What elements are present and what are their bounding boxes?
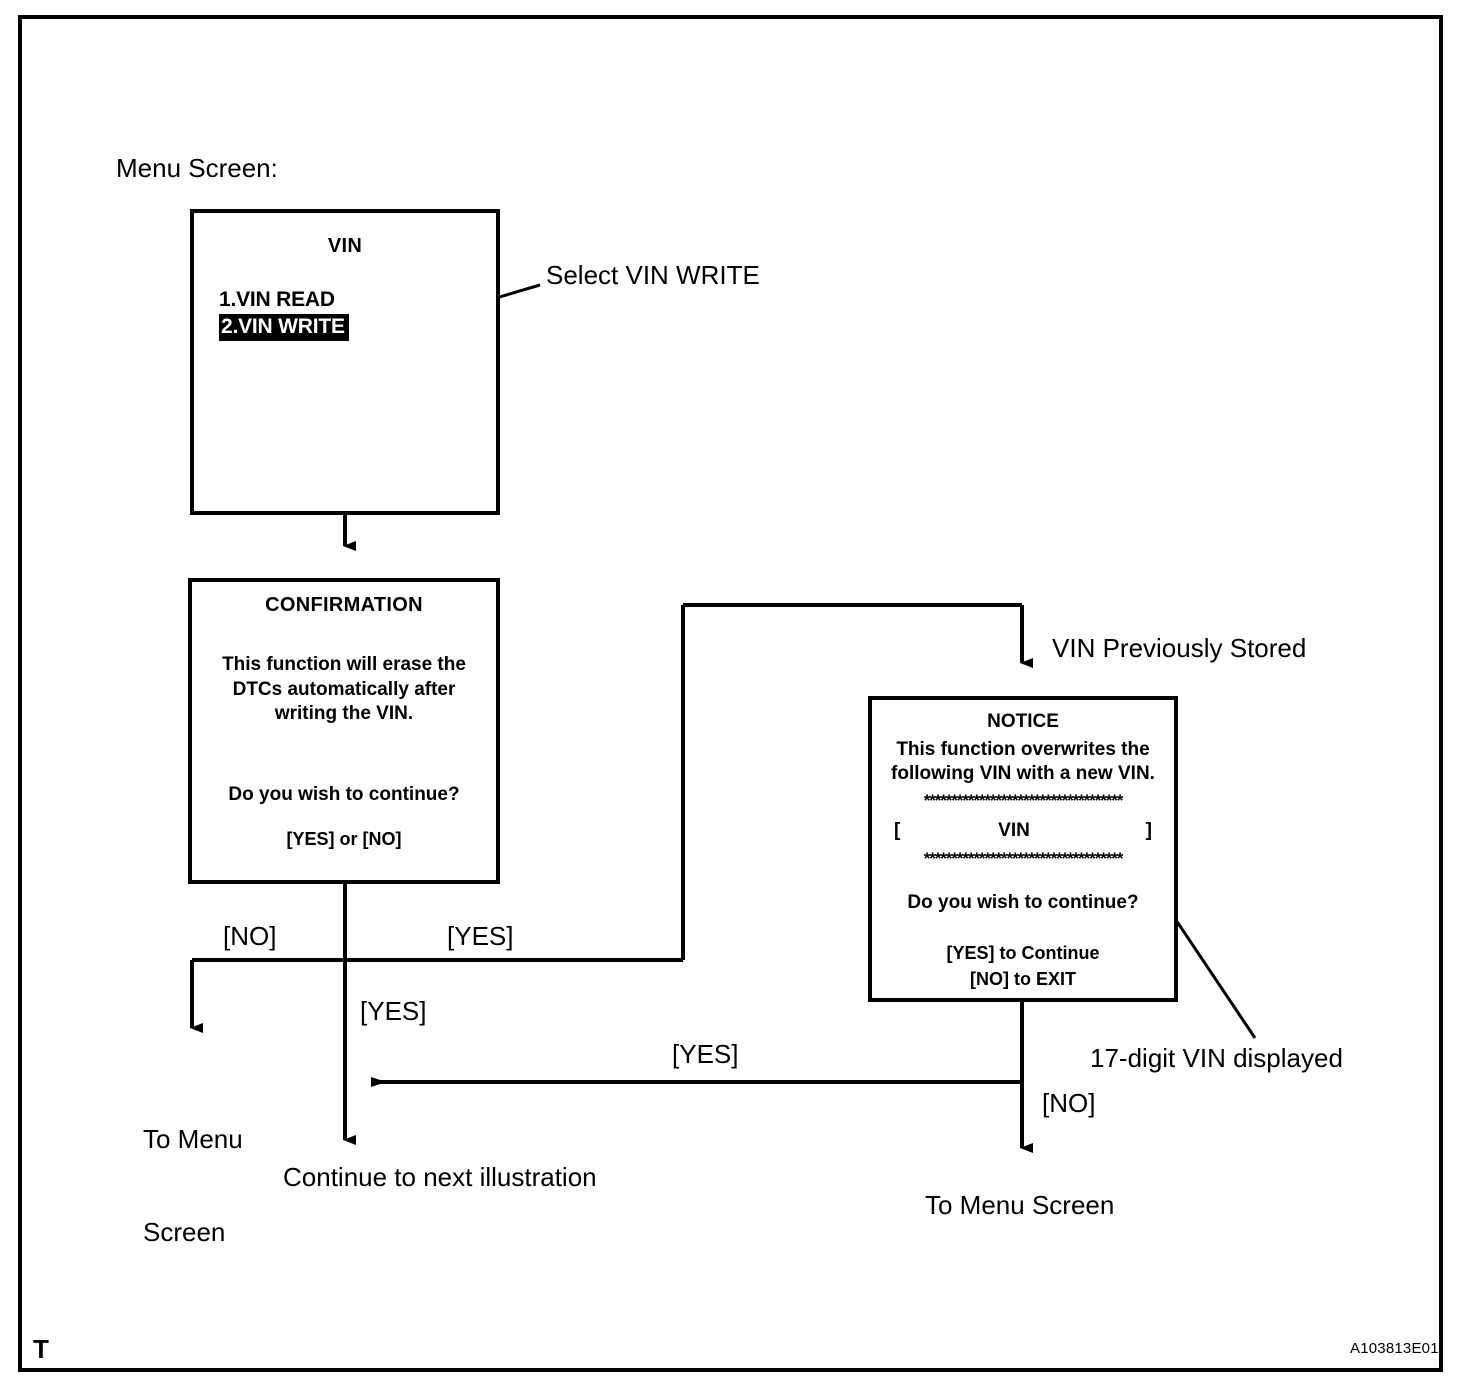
notice-vin-field: [ VIN ]	[872, 820, 1174, 842]
terminal-continue-next-illustration: Continue to next illustration	[283, 1162, 597, 1192]
to-menu-screen-left-line2: Screen	[143, 1217, 226, 1247]
confirmation-question: Do you wish to continue?	[228, 784, 460, 806]
confirmation-body-line1: This function will erase the	[222, 654, 466, 675]
flow-label-confirmation-no: [NO]	[223, 921, 277, 951]
confirmation-choices: [YES] or [NO]	[286, 828, 402, 849]
flow-label-notice-yes: [YES]	[672, 1039, 739, 1069]
vin-menu-title: VIN	[327, 235, 363, 257]
sheet-mark-t: T	[33, 1334, 49, 1364]
notice-separator-top: ************************************	[923, 791, 1124, 811]
vin-menu-screen: VIN 1.VIN READ 2.VIN WRITE	[190, 209, 500, 515]
notice-question: Do you wish to continue?	[907, 892, 1139, 914]
notice-body-line1: This function overwrites the	[896, 738, 1150, 760]
confirmation-title: CONFIRMATION	[265, 594, 423, 616]
figure-corner-code: A103813E01	[1350, 1340, 1439, 1357]
menu-screen-caption: Menu Screen:	[116, 153, 278, 183]
notice-title: NOTICE	[987, 711, 1059, 732]
flow-label-confirmation-yes-right: [YES]	[447, 921, 514, 951]
confirmation-body-line2: DTCs automatically after	[232, 678, 456, 700]
menu-list: 1.VIN READ 2.VIN WRITE	[219, 288, 496, 341]
flow-label-confirmation-yes-down: [YES]	[360, 996, 427, 1026]
notice-choice-yes: [YES] to Continue	[946, 942, 1100, 963]
terminal-to-menu-screen-left: To Menu Screen	[143, 1062, 243, 1310]
annotation-17-digit-vin: 17-digit VIN displayed	[1090, 1043, 1343, 1073]
terminal-to-menu-screen-right: To Menu Screen	[925, 1190, 1115, 1220]
menu-item-vin-write[interactable]: 2.VIN WRITE	[219, 314, 349, 341]
confirmation-body-line3: writing the VIN.	[274, 703, 414, 725]
vin-close-bracket: ]	[1145, 820, 1152, 842]
flow-label-notice-no: [NO]	[1042, 1088, 1096, 1118]
to-menu-screen-left-line1: To Menu	[143, 1124, 243, 1154]
vin-value: VIN	[998, 820, 1030, 842]
notice-separator-bottom: ************************************	[923, 849, 1124, 869]
menu-item-vin-read[interactable]: 1.VIN READ	[219, 288, 335, 311]
annotation-select-vin-write: Select VIN WRITE	[546, 260, 760, 290]
notice-body-line2: following VIN with a new VIN.	[891, 763, 1155, 785]
page-border	[18, 15, 1443, 1372]
annotation-vin-previously-stored: VIN Previously Stored	[1052, 633, 1307, 663]
notice-choice-no: [NO] to EXIT	[970, 969, 1076, 990]
confirmation-screen: CONFIRMATION This function will erase th…	[188, 578, 500, 884]
vin-open-bracket: [	[894, 820, 901, 842]
notice-screen: NOTICE This function overwrites the foll…	[868, 696, 1178, 1002]
